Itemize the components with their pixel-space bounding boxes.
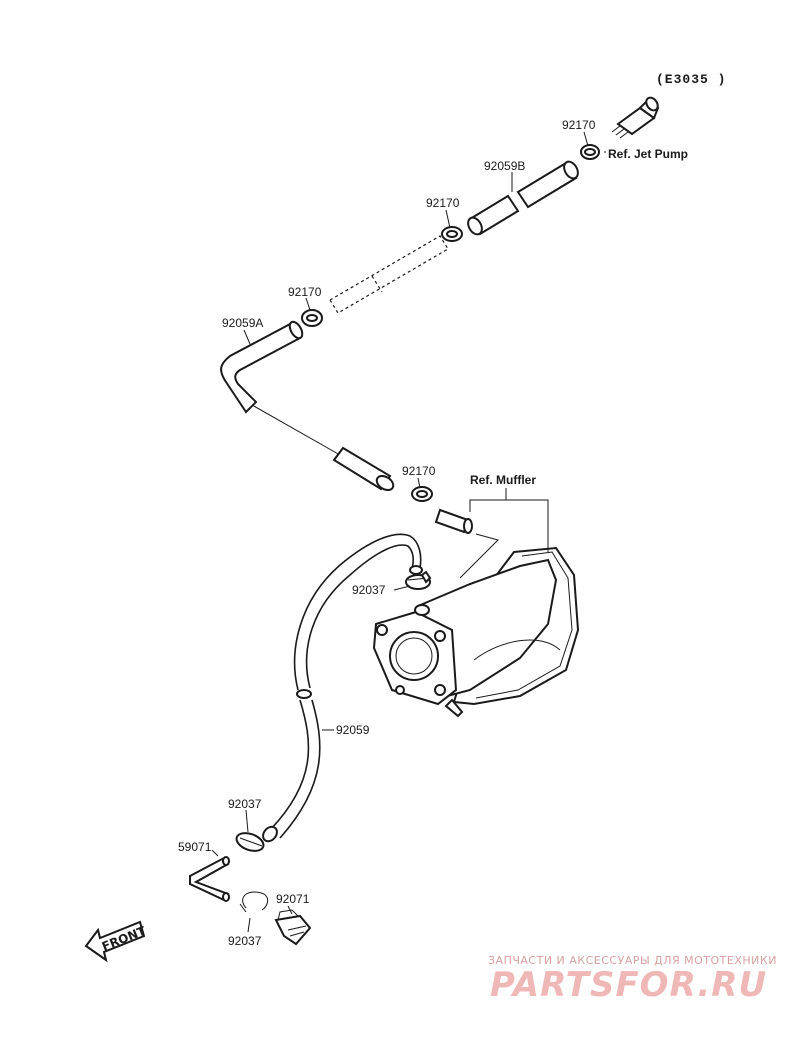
muffler-body	[372, 546, 580, 718]
leader-10	[211, 849, 219, 857]
leader-4	[305, 297, 311, 311]
clamp-92037-bottom	[239, 891, 269, 913]
hose-92059-lower	[262, 699, 321, 843]
leader-12	[247, 917, 251, 933]
label-92170-lower: 92170	[402, 464, 436, 478]
label-92037-bottom: 92037	[228, 934, 262, 948]
assembly-line-1	[251, 404, 341, 456]
hose-92059a-lower	[332, 446, 395, 492]
label-92059: 92059	[336, 723, 370, 737]
clamp-92037-mid	[235, 832, 265, 852]
hose-92059a	[220, 320, 304, 414]
leader-11	[287, 905, 293, 915]
label-92170-left: 92170	[288, 285, 322, 299]
label-92059a: 92059A	[222, 316, 263, 330]
cap-92071	[274, 909, 312, 946]
leader-3	[445, 209, 451, 229]
pipe-59071	[189, 856, 230, 902]
ref-muffler-label: Ref. Muffler	[470, 473, 536, 487]
watermark-tagline: ЗАПЧАСТИ И АКСЕССУАРЫ ДЛЯ МОТОТЕХНИКИ	[488, 954, 777, 967]
label-92170-mid: 92170	[426, 196, 460, 210]
leader-9	[245, 809, 249, 833]
clamp-92170-left	[301, 309, 323, 327]
leader-7	[393, 585, 411, 591]
label-92071: 92071	[276, 892, 310, 906]
hose-92059	[293, 533, 423, 699]
phantom-hose	[329, 235, 449, 314]
label-92037-mid: 92037	[228, 797, 262, 811]
label-92059b: 92059B	[484, 159, 525, 173]
diagram-code: (E3035 )	[656, 72, 726, 87]
front-arrow: FRONT	[84, 920, 148, 963]
label-59071: 59071	[178, 840, 212, 854]
label-92170-top: 92170	[562, 118, 596, 132]
leader-6	[417, 477, 421, 489]
leader-5	[243, 329, 251, 345]
jet-pump-fitting	[611, 96, 660, 139]
clamp-92037-upper	[405, 570, 432, 590]
ref-jet-pump-label: Ref. Jet Pump	[608, 147, 688, 161]
hose-92059b-upper	[516, 160, 579, 209]
leader-1	[583, 131, 589, 147]
clamp-92170-lower	[411, 486, 433, 502]
muffler-fitting	[434, 508, 499, 579]
clamp-92170-mid	[441, 226, 463, 242]
clamp-92170-top	[580, 144, 600, 160]
leader-muffler	[469, 488, 549, 552]
watermark-brand: PARTSFOR.RU	[490, 965, 767, 1005]
hose-92059b-lower	[467, 194, 520, 236]
label-92037-upper: 92037	[352, 583, 386, 597]
